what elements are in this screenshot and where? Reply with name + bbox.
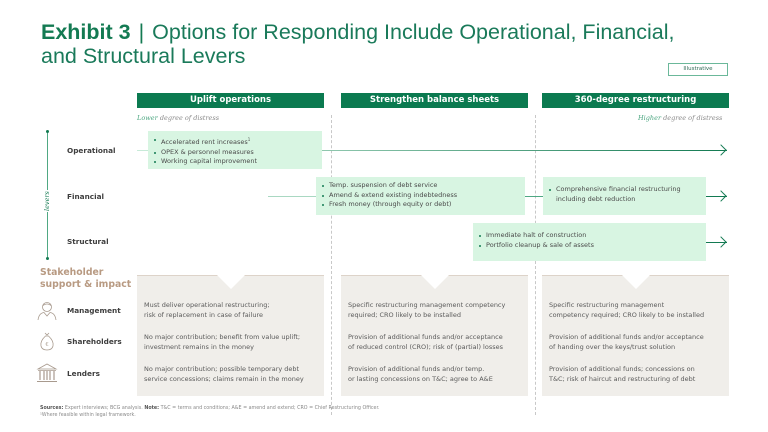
money-bag-icon: € [40,332,54,351]
column-header-strengthen-balance-sheets: Strengthen balance sheets [341,93,528,108]
financial-connector [525,196,545,197]
bank-icon [36,363,58,382]
footnote: ¹Where feasible within legal framework. [40,413,136,418]
title-line2: and Structural Levers [41,44,246,68]
stakeholder-label-lenders: Lenders [67,369,100,378]
panel-notch [621,275,650,289]
column-divider [535,115,536,415]
list-item: Immediate halt of construction [479,231,700,241]
list-item: Working capital improvement [154,157,316,167]
list-item: Temp. suspension of debt service [322,181,519,191]
list-item: Portfolio cleanup & sale of assets [479,241,700,251]
title-separator: | [138,20,145,44]
impact-cell: Provision of additional funds; concessio… [549,365,696,383]
column-header-360-restructuring: 360-degree restructuring [542,93,729,108]
structural-arrow-tail [705,242,727,243]
person-icon [37,302,57,321]
stakeholder-section-title: Stakeholder support & impact [40,267,132,290]
list-item: Fresh money (through equity or debt) [322,200,519,210]
stakeholder-panel-uplift: Must deliver operational restructuring;r… [137,275,324,396]
arrow-right-icon [715,190,727,202]
panel-notch [420,275,449,289]
list-item: Accelerated rent increases1 [154,135,316,148]
column-header-uplift-operations: Uplift operations [137,93,324,108]
impact-cell: Provision of additional funds and/or acc… [348,333,503,351]
panel-notch [216,275,245,289]
row-label-operational: Operational [67,146,116,155]
exhibit-title: Exhibit 3 | Options for Responding Inclu… [41,20,721,68]
stakeholder-panel-balance-sheets: Specific restructuring management compet… [341,275,528,396]
svg-text:€: € [45,342,48,348]
operational-arrow-line [137,150,727,151]
operational-measures-box: Accelerated rent increases1 OPEX & perso… [148,131,322,169]
impact-cell: No major contribution; benefit from valu… [144,333,301,351]
stakeholder-label-shareholders: Shareholders [67,337,122,346]
impact-cell: No major contribution; possible temporar… [144,365,304,383]
list-item: Amend & extend existing indebtedness [322,191,519,201]
impact-cell: Specific restructuring management compet… [348,301,506,319]
row-label-structural: Structural [67,237,109,246]
title-line1: Options for Responding Include Operation… [152,20,675,44]
impact-cell: Must deliver operational restructuring;r… [144,301,270,319]
stakeholder-label-management: Management [67,306,121,315]
footer-notes: Sources: Expert interviews; BCG analysis… [40,406,380,418]
arrow-right-icon [715,236,727,248]
structural-measures-box: Immediate halt of construction Portfolio… [473,223,706,261]
financial-measures-box: Temp. suspension of debt service Amend &… [316,177,525,215]
row-label-financial: Financial [67,192,105,201]
impact-cell: Provision of additional funds and/or acc… [549,333,704,351]
exhibit-number: Exhibit 3 [41,20,131,44]
higher-distress-label: Higher degree of distress [638,114,723,122]
levers-axis-label: levers [41,190,54,212]
illustrative-badge: Illustrative [668,63,728,76]
financial-arrow-tail [705,196,727,197]
column-divider [331,115,332,415]
financial-arrow-line [268,196,328,197]
arrow-right-icon [715,144,727,156]
lower-distress-label: Lower degree of distress [137,114,220,122]
list-item: OPEX & personnel measures [154,148,316,158]
impact-cell: Provision of additional funds and/or tem… [348,365,493,383]
